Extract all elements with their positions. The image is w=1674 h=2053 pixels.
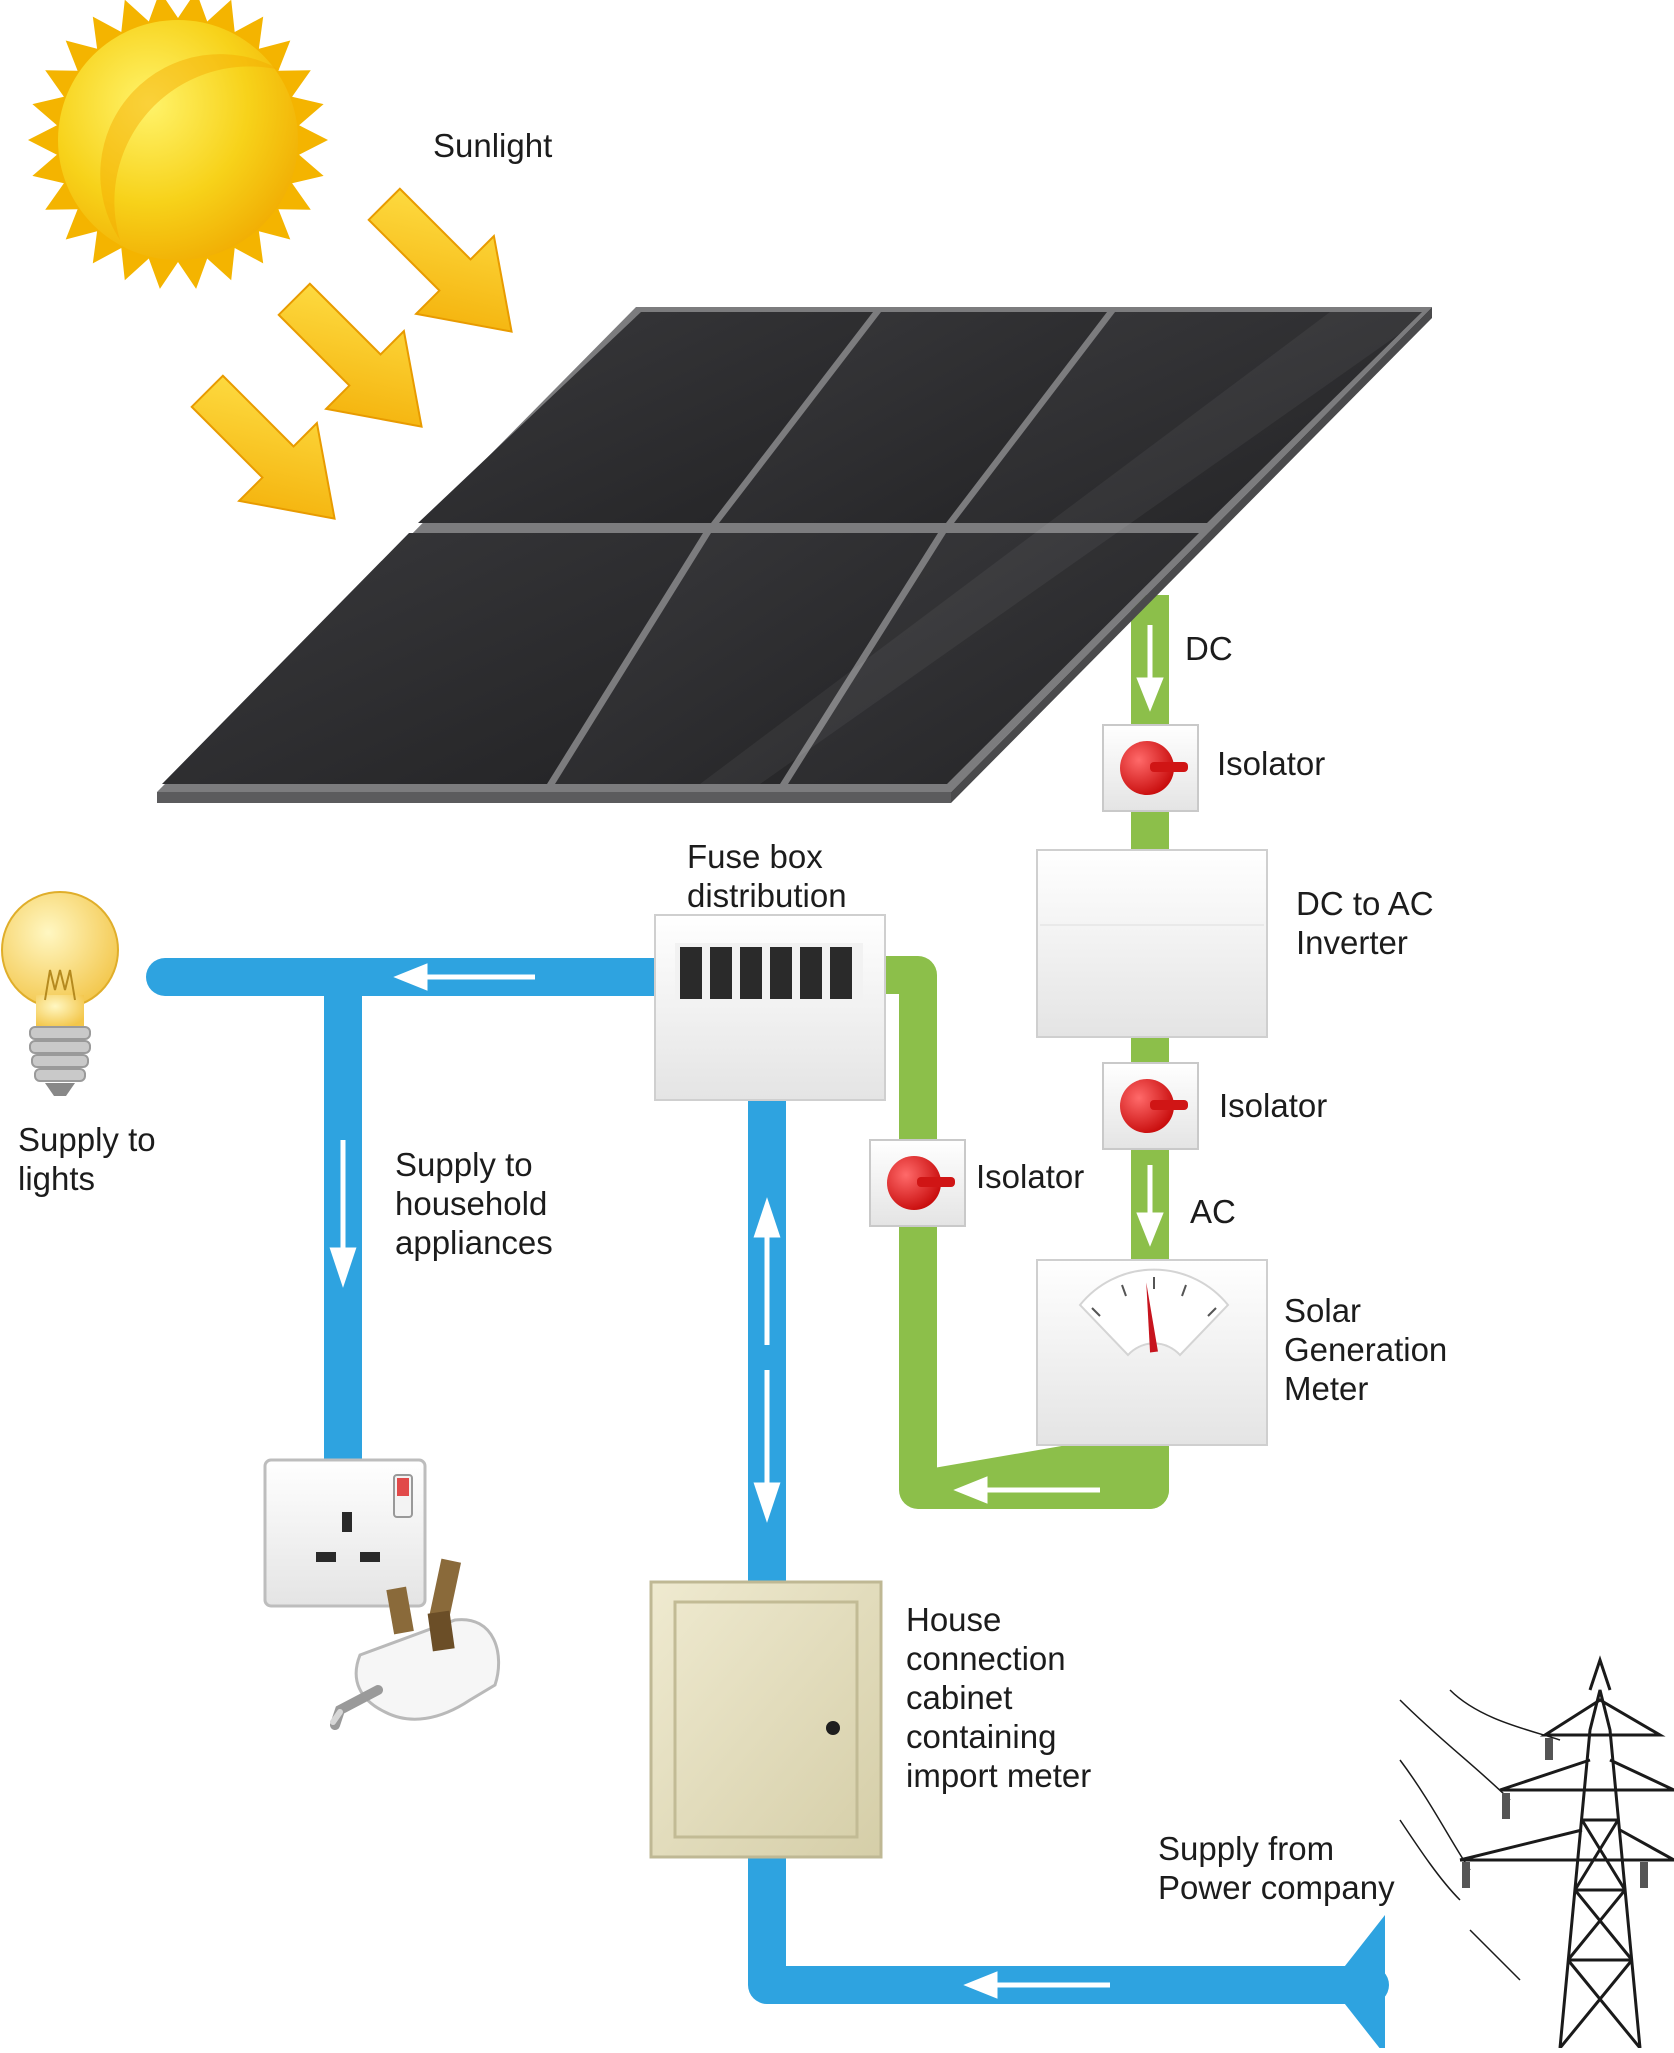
label-line: appliances xyxy=(395,1224,553,1261)
inverter-box xyxy=(1036,849,1268,1038)
label-line: Supply from xyxy=(1158,1830,1335,1867)
sunlight-arrow-icon xyxy=(367,187,513,333)
label-line: DC to AC xyxy=(1296,885,1434,922)
solar-panel xyxy=(157,307,1432,803)
label-line: Meter xyxy=(1284,1370,1369,1407)
isolator-ac-icon xyxy=(1102,1062,1199,1150)
label-solar-meter: Solar Generation Meter xyxy=(1284,1291,1447,1408)
label-line: Inverter xyxy=(1296,924,1408,961)
label-fuse-box: Fuse box distribution xyxy=(687,837,847,915)
sunlight-arrow-icon xyxy=(277,282,423,428)
grid-intake-funnel xyxy=(1330,1915,1385,2053)
label-line: House xyxy=(906,1601,1002,1638)
sunlight-arrows xyxy=(190,187,513,520)
light-bulb-icon xyxy=(1,891,119,1096)
label-inverter: DC to AC Inverter xyxy=(1296,884,1434,962)
label-isolator-feed: Isolator xyxy=(976,1158,1085,1195)
label-dc: DC xyxy=(1185,630,1233,667)
label-line: Fuse box xyxy=(687,838,823,875)
label-house-cabinet: House connection cabinet containing impo… xyxy=(906,1600,1091,1795)
label-isolator-ac: Isolator xyxy=(1219,1087,1328,1124)
power-pylon-icon xyxy=(1399,1655,1674,2049)
label-sunlight: Sunlight xyxy=(433,127,553,164)
label-line: distribution xyxy=(687,877,847,914)
sun-icon xyxy=(28,0,328,289)
label-line: household xyxy=(395,1185,548,1222)
label-line: connection xyxy=(906,1640,1066,1677)
label-line: Power company xyxy=(1158,1869,1395,1906)
label-line: Supply to xyxy=(395,1146,533,1183)
isolator-dc-icon xyxy=(1102,724,1199,812)
flow-arrows xyxy=(329,625,1164,1999)
label-line: cabinet xyxy=(906,1679,1013,1716)
house-connection-cabinet xyxy=(649,1580,883,1859)
label-line: Generation xyxy=(1284,1331,1448,1368)
fuse-box xyxy=(654,914,886,1101)
sunlight-arrow-icon xyxy=(190,374,336,520)
label-line: import meter xyxy=(906,1757,1092,1794)
label-appliances: Supply to household appliances xyxy=(395,1145,553,1262)
label-line: Solar xyxy=(1284,1292,1362,1329)
label-ac: AC xyxy=(1190,1193,1236,1230)
label-line: containing xyxy=(906,1718,1057,1755)
label-power-company: Supply from Power company xyxy=(1158,1829,1395,1907)
isolator-feed-icon xyxy=(869,1139,966,1227)
label-line: lights xyxy=(18,1160,96,1197)
plug-icon xyxy=(330,1558,501,1730)
wall-socket-icon xyxy=(263,1458,427,1608)
label-lights: Supply to lights xyxy=(18,1120,156,1198)
label-isolator-dc: Isolator xyxy=(1217,745,1326,782)
label-line: Supply to xyxy=(18,1121,156,1158)
solar-meter-box xyxy=(1036,1259,1268,1446)
